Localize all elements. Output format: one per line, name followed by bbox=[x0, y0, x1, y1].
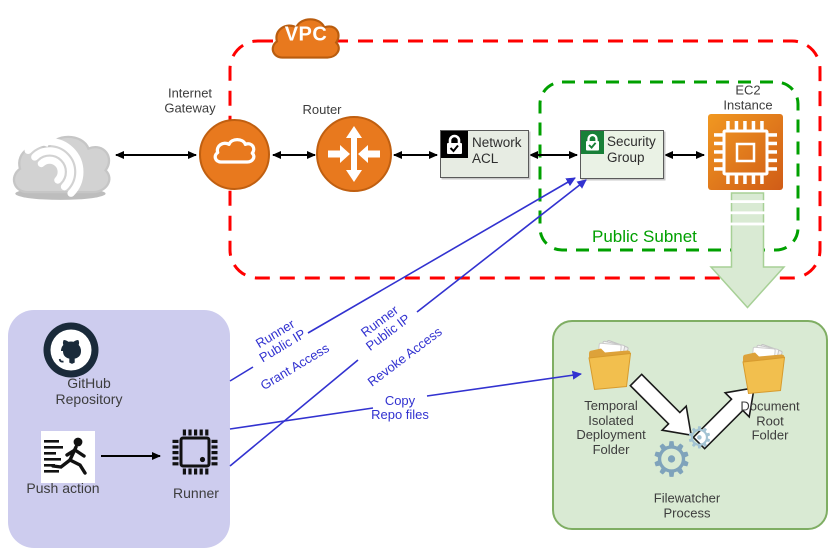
ec2-icon bbox=[708, 114, 783, 190]
router-left-arrow bbox=[328, 145, 350, 163]
security-group-label: Security Group bbox=[607, 134, 656, 165]
runner-chip-icon bbox=[172, 429, 218, 475]
internet-cloud-icon bbox=[12, 135, 111, 200]
filewatcher-gears-icon: ⚙ ⚙ bbox=[648, 424, 718, 494]
flow-grant-segment bbox=[229, 366, 254, 382]
flow-revoke-arrow bbox=[416, 179, 587, 313]
router-right-arrow bbox=[358, 145, 380, 163]
runner-figure bbox=[51, 437, 87, 475]
router-label: Router bbox=[302, 101, 342, 117]
filewatcher-label: Filewatcher Process bbox=[653, 490, 721, 520]
flow-revoke-segment bbox=[229, 359, 359, 467]
vpc-label: VPC bbox=[284, 23, 328, 46]
public-subnet-label: Public Subnet bbox=[592, 227, 697, 246]
flow-copy-arrow bbox=[426, 370, 582, 397]
gear-icon: ⚙ bbox=[686, 421, 713, 456]
network-acl-label: Network ACL bbox=[472, 135, 522, 166]
speed-lines bbox=[44, 440, 63, 473]
copy-repo-files-label: Copy Repo files bbox=[371, 393, 429, 422]
fat-arrow-gap bbox=[729, 200, 766, 203]
fat-arrow-gap bbox=[729, 222, 766, 226]
network-acl-lock-icon bbox=[441, 131, 468, 158]
flow-copy-segment bbox=[229, 407, 374, 430]
wifi-icon bbox=[24, 138, 84, 197]
router-vertical-arrow bbox=[346, 126, 362, 182]
runner-chip-pins bbox=[172, 429, 218, 475]
temporal-folder-label: Temporal Isolated Deployment Folder bbox=[576, 398, 646, 457]
gear-icon: ⚙ bbox=[650, 432, 694, 488]
github-label: GitHub Repository bbox=[55, 375, 123, 407]
security-group-lock-icon bbox=[581, 131, 604, 154]
document-folder-icon bbox=[742, 344, 786, 395]
internet-gateway-label: Internet Gateway bbox=[164, 85, 216, 115]
temporal-folder-icon bbox=[588, 340, 632, 391]
vpc-badge-cloud-icon bbox=[271, 18, 340, 59]
flow-arrow-gears-to-folder bbox=[692, 386, 756, 450]
internet-gateway-icon bbox=[199, 119, 270, 190]
security-group-box: Security Group bbox=[580, 130, 664, 179]
flow-grant-arrow bbox=[307, 177, 576, 334]
fat-arrow-gap bbox=[729, 211, 766, 215]
ec2-label: EC2 Instance bbox=[723, 82, 773, 112]
flow-arrow-folder-to-gears bbox=[629, 373, 693, 437]
push-action-label: Push action bbox=[26, 480, 100, 496]
document-folder-label: Document Root Folder bbox=[740, 398, 800, 443]
deploy-fat-arrow bbox=[709, 192, 786, 309]
github-icon bbox=[43, 322, 99, 378]
cloud-glyph bbox=[213, 137, 256, 164]
public-subnet-boundary bbox=[538, 80, 800, 252]
network-acl-box: Network ACL bbox=[440, 130, 529, 178]
ec2-chip-pins bbox=[714, 121, 777, 184]
octocat-glyph bbox=[61, 340, 81, 364]
runner-label: Runner bbox=[173, 485, 219, 501]
push-action-icon bbox=[41, 431, 95, 483]
router-icon bbox=[316, 116, 392, 192]
